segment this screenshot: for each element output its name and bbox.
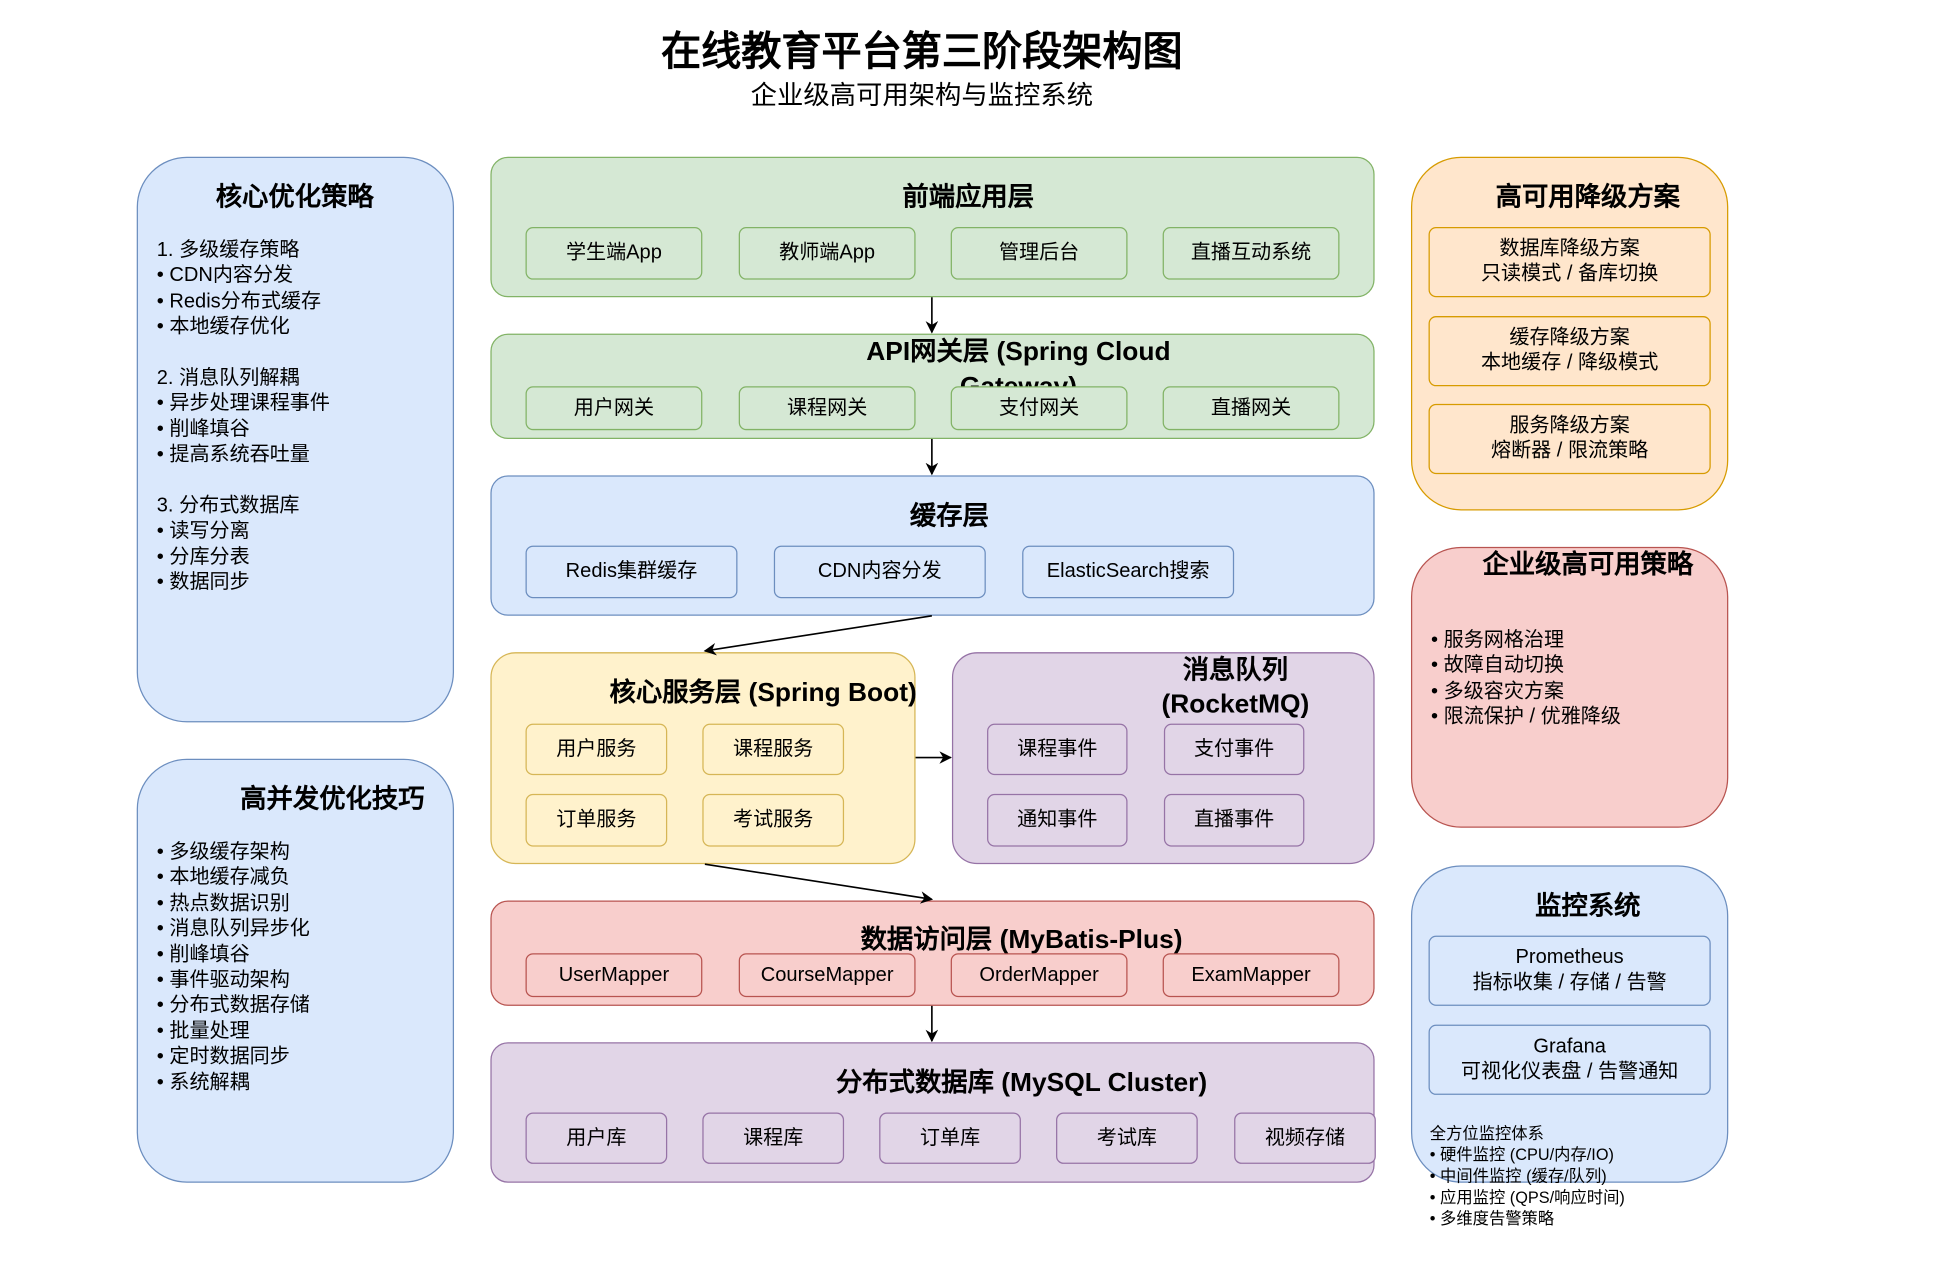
list-item: • 消息队列异步化 xyxy=(156,918,310,940)
diagram-title: 在线教育平台第三阶段架构图 xyxy=(660,28,1183,74)
gateway-item[interactable]: 支付网关 xyxy=(950,386,1128,431)
option-name: 服务降级方案 xyxy=(1509,415,1630,437)
tool-desc: 指标收集 / 存储 / 告警 xyxy=(1472,972,1667,994)
list-item: • 本地缓存减负 xyxy=(156,867,290,889)
diagram-subtitle: 企业级高可用架构与监控系统 xyxy=(750,81,1094,111)
layer-title: 分布式数据库 (MySQL Cluster) xyxy=(835,1068,1208,1098)
list-item: • 削峰填谷 xyxy=(156,943,250,966)
tool-name: Grafana xyxy=(1533,1035,1606,1058)
database-item[interactable]: 课程库 xyxy=(702,1112,845,1164)
list-item: • 应用监控 (QPS/响应时间) xyxy=(1429,1187,1625,1207)
list-item: • 服务网格治理 xyxy=(1431,629,1565,651)
list-item: • 多维度告警策略 xyxy=(1429,1209,1555,1228)
mapper-item[interactable]: OrderMapper xyxy=(950,953,1128,998)
list-item: 3. 分布式数据库 xyxy=(156,495,300,517)
list-item: • 本地缓存优化 xyxy=(156,316,290,338)
list-item: • 提高系统吞吐量 xyxy=(156,444,310,466)
list-item: • 异步处理课程事件 xyxy=(156,393,330,415)
grafana-tool[interactable]: Grafana 可视化仪表盘 / 告警通知 xyxy=(1428,1024,1711,1095)
mq-event-item[interactable]: 支付事件 xyxy=(1163,723,1305,776)
panel-title: 高并发优化技巧 xyxy=(240,785,425,814)
list-item: • 中间件监控 (缓存/队列) xyxy=(1429,1166,1607,1186)
layer-title: 前端应用层 xyxy=(902,183,1035,212)
database-item[interactable]: 考试库 xyxy=(1056,1112,1198,1164)
gateway-item[interactable]: 直播网关 xyxy=(1162,386,1340,431)
option-desc: 熔断器 / 限流策略 xyxy=(1491,440,1649,462)
list-item: 1. 多级缓存策略 xyxy=(156,239,300,261)
list-item: • 分库分表 xyxy=(156,546,250,568)
option-desc: 只读模式 / 备库切换 xyxy=(1480,263,1659,285)
list-item: • 限流保护 / 优雅降级 xyxy=(1431,706,1621,728)
list-item: 全方位监控体系 xyxy=(1429,1123,1544,1143)
service-item[interactable]: 订单服务 xyxy=(525,793,668,847)
option-desc: 本地缓存 / 降级模式 xyxy=(1480,352,1659,374)
mq-event-item[interactable]: 通知事件 xyxy=(987,793,1128,847)
ha-list: • 服务网格治理 • 故障自动切换 • 多级容灾方案 • 限流保护 / 优雅降级 xyxy=(1431,628,1621,730)
core-strategy-panel: 核心优化策略 1. 多级缓存策略 • CDN内容分发 • Redis分布式缓存 • 本… xyxy=(136,156,455,723)
list-item: • 分布式数据存储 xyxy=(156,995,310,1017)
prometheus-tool[interactable]: Prometheus 指标收集 / 存储 / 告警 xyxy=(1428,935,1711,1006)
frontend-item[interactable]: 教师端App xyxy=(738,227,916,280)
concurrency-panel: 高并发优化技巧 • 多级缓存架构 • 本地缓存减负 • 热点数据识别 • 消息队列异步… xyxy=(136,758,455,1183)
list-item: • 读写分离 xyxy=(156,521,250,543)
arrow-core-dao xyxy=(704,863,934,904)
cache-item[interactable]: Redis集群缓存 xyxy=(525,545,738,599)
panel-title: 核心优化策略 xyxy=(215,183,374,212)
panel-title: 监控系统 xyxy=(1535,891,1641,921)
concurrency-list: • 多级缓存架构 • 本地缓存减负 • 热点数据识别 • 消息队列异步化 • 削峰填谷 •… xyxy=(157,840,310,1096)
list-item: • 多级缓存架构 xyxy=(156,841,290,863)
list-item: • 削峰填谷 xyxy=(156,418,250,441)
layer-title: 消息队列 (RocketMQ) xyxy=(1161,655,1310,719)
ha-strategy-panel: 企业级高可用策略 • 服务网格治理 • 故障自动切换 • 多级容灾方案 • 限流保护 … xyxy=(1410,546,1729,828)
list-item: • 批量处理 xyxy=(156,1020,250,1043)
monitoring-panel: 监控系统 xyxy=(1410,865,1729,1183)
tool-name: Prometheus xyxy=(1515,946,1624,969)
list-item: • 数据同步 xyxy=(156,572,250,594)
list-item: • CDN内容分发 xyxy=(156,265,294,287)
mapper-item[interactable]: ExamMapper xyxy=(1162,953,1340,998)
strategy-list: 1. 多级缓存策略 • CDN内容分发 • Redis分布式缓存 • 本地缓存优化 2… xyxy=(157,238,330,596)
list-item: • 定时数据同步 xyxy=(156,1046,290,1068)
layer-title: 数据访问层 (MyBatis-Plus) xyxy=(860,925,1183,955)
cache-degrade-option[interactable]: 缓存降级方案本地缓存 / 降级模式 xyxy=(1428,316,1711,387)
mq-event-item[interactable]: 课程事件 xyxy=(987,723,1128,776)
mapper-item[interactable]: CourseMapper xyxy=(738,953,916,998)
arrow-cache-core xyxy=(703,615,932,656)
database-item[interactable]: 用户库 xyxy=(525,1112,668,1164)
frontend-item[interactable]: 学生端App xyxy=(525,227,703,280)
tool-desc: 可视化仪表盘 / 告警通知 xyxy=(1460,1061,1679,1083)
list-item: 2. 消息队列解耦 xyxy=(156,367,300,389)
panel-title: 企业级高可用策略 xyxy=(1482,550,1694,580)
database-item[interactable]: 视频存储 xyxy=(1234,1112,1376,1164)
list-item: • 热点数据识别 xyxy=(156,892,290,915)
layer-title: 缓存层 xyxy=(909,501,989,531)
list-item: • 事件驱动架构 xyxy=(156,969,290,991)
option-name: 缓存降级方案 xyxy=(1509,327,1630,349)
database-item[interactable]: 订单库 xyxy=(879,1112,1021,1164)
list-item: • 故障自动切换 xyxy=(1431,655,1565,677)
service-item[interactable]: 课程服务 xyxy=(702,723,845,776)
mq-event-item[interactable]: 直播事件 xyxy=(1163,793,1305,847)
panel-title: 高可用降级方案 xyxy=(1495,183,1681,212)
option-name: 数据库降级方案 xyxy=(1499,238,1640,260)
mapper-item[interactable]: UserMapper xyxy=(525,953,703,998)
frontend-item[interactable]: 直播互动系统 xyxy=(1162,227,1340,280)
service-degrade-option[interactable]: 服务降级方案熔断器 / 限流策略 xyxy=(1428,403,1711,475)
gateway-item[interactable]: 用户网关 xyxy=(525,386,703,431)
cache-item[interactable]: ElasticSearch搜索 xyxy=(1022,545,1235,599)
service-item[interactable]: 考试服务 xyxy=(702,793,845,847)
gateway-item[interactable]: 课程网关 xyxy=(738,386,916,431)
db-degrade-option[interactable]: 数据库降级方案只读模式 / 备库切换 xyxy=(1428,227,1711,298)
list-item: • 系统解耦 xyxy=(156,1071,250,1094)
list-item: • 多级容灾方案 xyxy=(1431,680,1565,703)
list-item: • Redis分布式缓存 xyxy=(156,290,322,313)
frontend-item[interactable]: 管理后台 xyxy=(950,227,1128,280)
layer-title: 核心服务层 (Spring Boot) xyxy=(609,678,917,708)
list-item: • 硬件监控 (CPU/内存/IO) xyxy=(1429,1145,1614,1164)
cache-item[interactable]: CDN内容分发 xyxy=(773,545,986,599)
monitoring-notes: 全方位监控体系 • 硬件监控 (CPU/内存/IO) • 中间件监控 (缓存/队列)… xyxy=(1430,1123,1625,1230)
service-item[interactable]: 用户服务 xyxy=(525,723,668,776)
